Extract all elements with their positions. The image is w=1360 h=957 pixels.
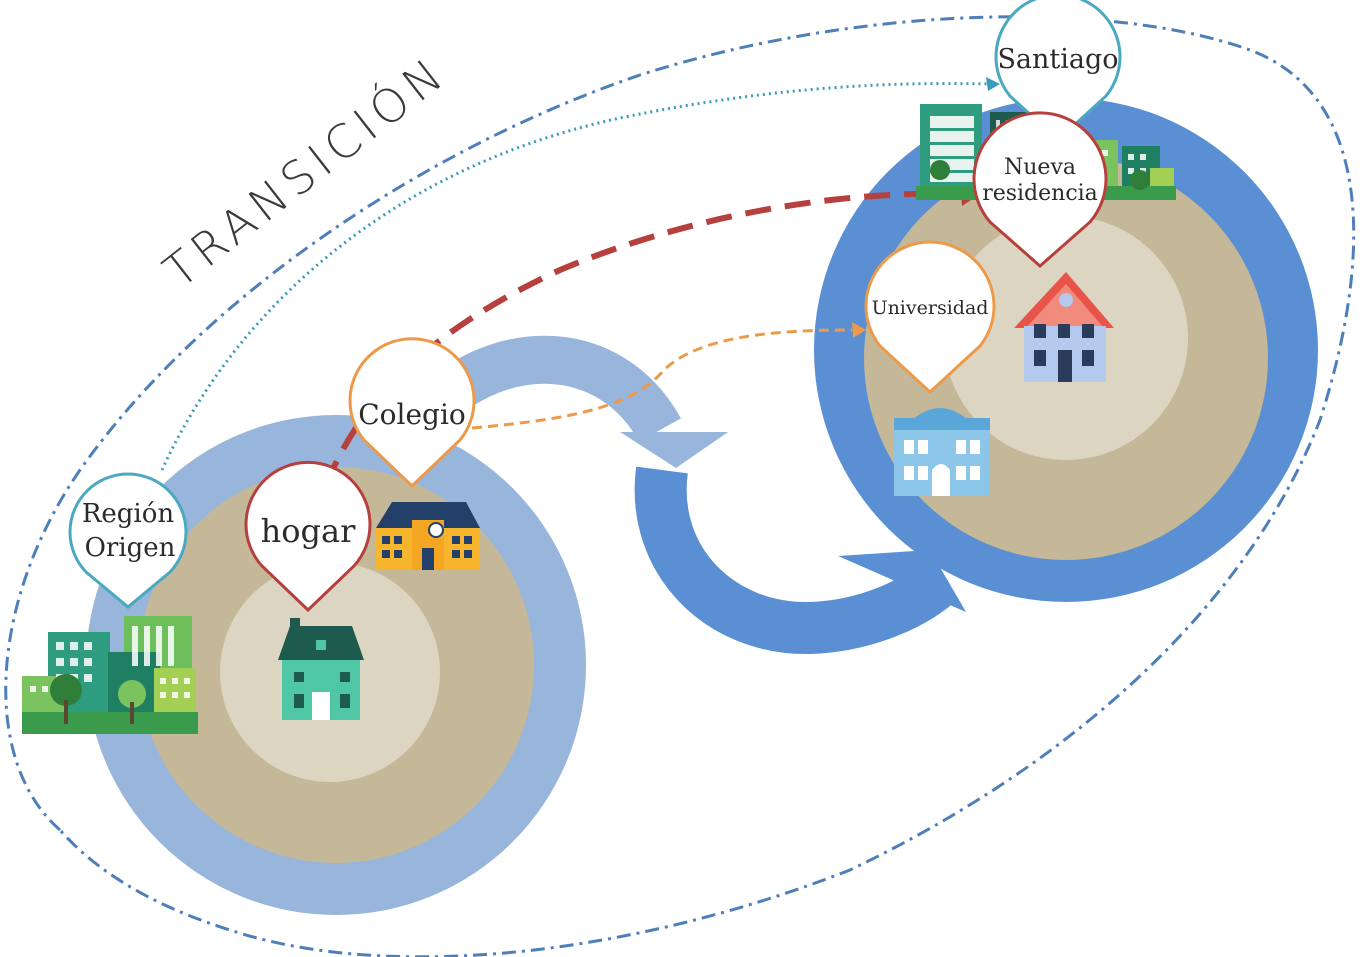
school-building-icon	[376, 502, 480, 570]
pin-hogar-label: hogar	[261, 512, 356, 550]
city-buildings-icon	[22, 616, 198, 734]
transition-arrow-light	[413, 335, 728, 468]
school-to-university-arrowhead	[852, 322, 866, 338]
pin-universidad-label: Universidad	[872, 297, 989, 319]
pin-colegio: Colegio	[348, 337, 476, 489]
pin-nueva-residencia: Nueva residencia	[972, 111, 1108, 268]
house-icon	[278, 618, 364, 720]
pin-santiago: Santiago	[994, 0, 1122, 143]
pin-nueva-residencia-line1: Nueva	[1004, 155, 1076, 180]
pin-santiago-label: Santiago	[997, 44, 1118, 75]
pin-region-origen: Región Origen	[68, 472, 188, 609]
transition-outline	[4, 15, 1356, 957]
pin-region-origen-line1: Región	[82, 499, 175, 529]
diagram-title: TRANSICIÓN	[154, 45, 458, 299]
pin-region-origen-line2: Origen	[85, 533, 176, 563]
transition-arrow-dark	[634, 466, 966, 654]
pin-hogar: hogar	[244, 460, 372, 613]
origin-to-santiago-arrowhead	[986, 77, 1000, 91]
university-building-icon	[894, 408, 990, 496]
pin-nueva-residencia-line2: residencia	[982, 181, 1098, 206]
red-roof-house-icon	[1014, 272, 1114, 382]
pin-colegio-label: Colegio	[358, 398, 466, 431]
pin-universidad: Universidad	[864, 240, 996, 395]
